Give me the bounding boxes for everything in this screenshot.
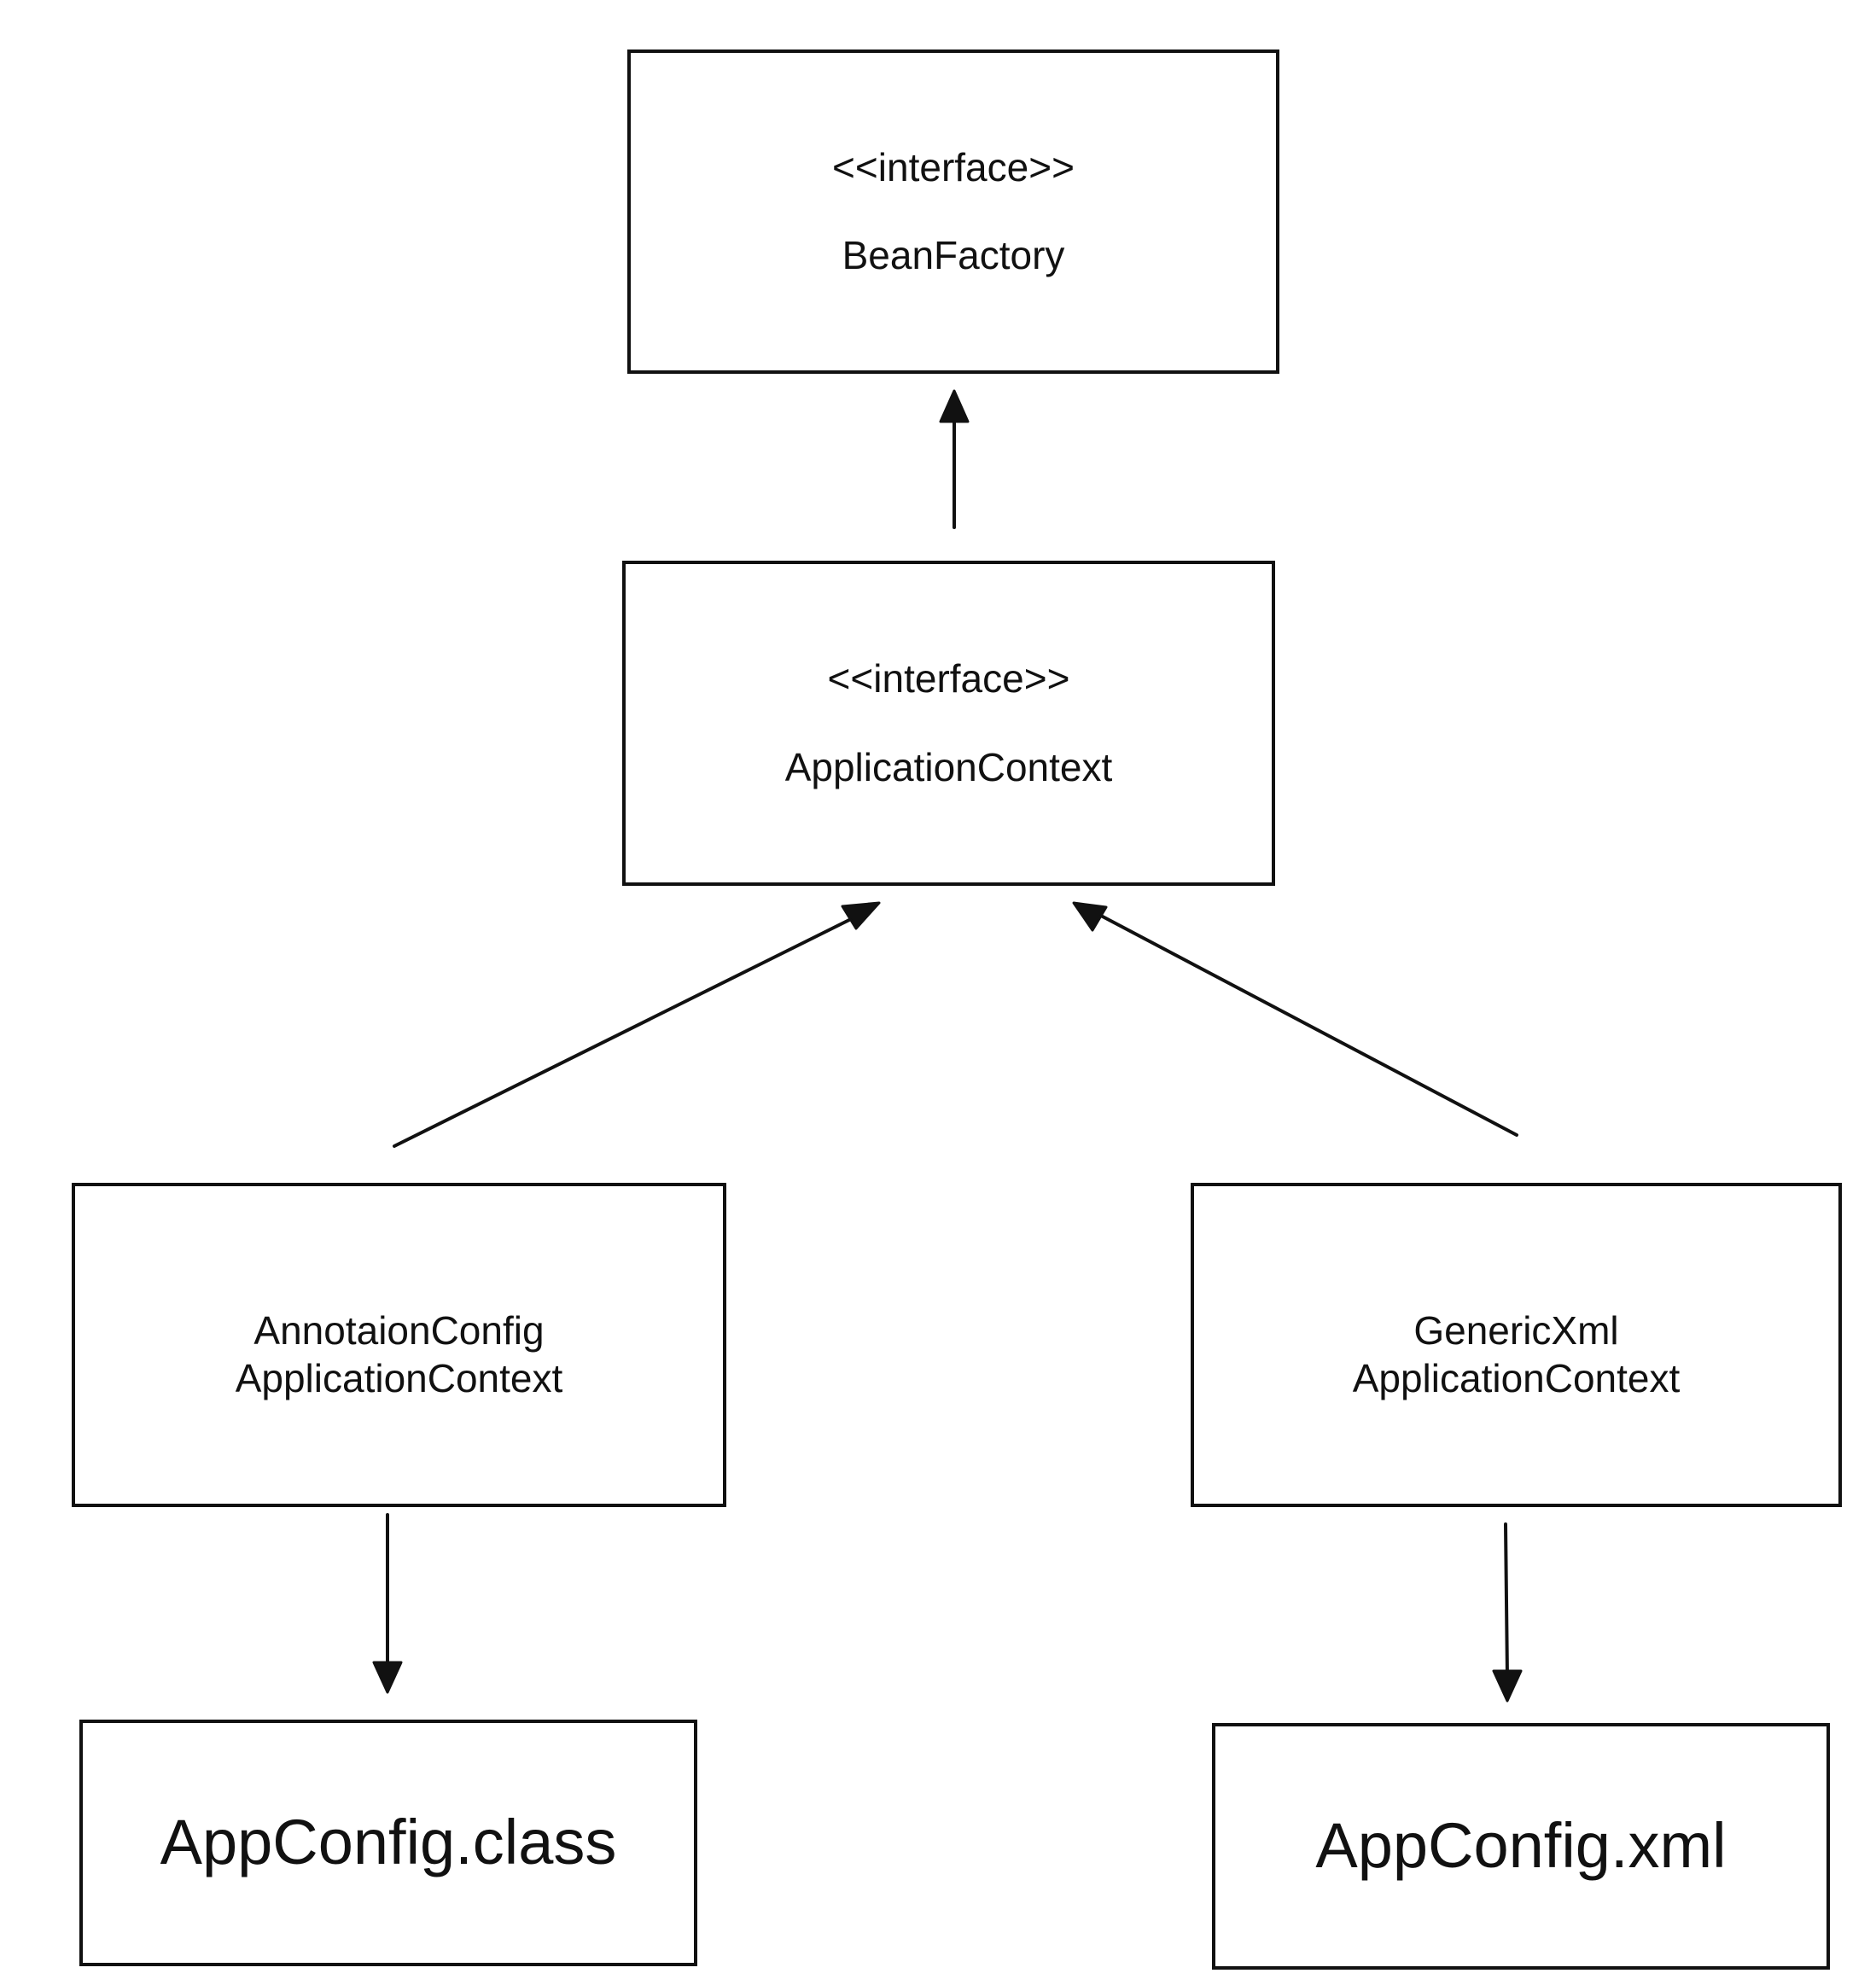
class-name-label: BeanFactory <box>842 233 1065 277</box>
file-box-appconfig-xml: AppConfig.xml <box>1212 1723 1830 1970</box>
arrowhead-applicationcontext-left <box>841 901 881 930</box>
file-name-label: AppConfig.class <box>160 1807 617 1878</box>
class-name-line-1: GenericXml <box>1413 1307 1619 1353</box>
class-box-genericxml-applicationcontext: GenericXml ApplicationContext <box>1191 1183 1842 1507</box>
arrow-annotationconfig-to-applicationcontext <box>393 914 859 1148</box>
arrowhead-appconfig-class <box>372 1661 403 1694</box>
stereotype-label: <<interface>> <box>827 656 1070 701</box>
class-name-group: GenericXml ApplicationContext <box>1353 1288 1681 1402</box>
arrowhead-applicationcontext-right <box>1072 901 1108 932</box>
stereotype-label: <<interface>> <box>832 144 1075 189</box>
class-box-applicationcontext: <<interface>> ApplicationContext <box>622 561 1275 886</box>
file-box-appconfig-class: AppConfig.class <box>79 1720 697 1966</box>
arrowhead-appconfig-xml <box>1492 1669 1523 1703</box>
arrowhead-beanfactory <box>939 389 970 423</box>
arrow-genericxml-to-appconfig-xml <box>1504 1522 1509 1679</box>
class-name-label: ApplicationContext <box>784 744 1113 789</box>
class-name-line-2: ApplicationContext <box>235 1356 563 1400</box>
class-name-line-2: ApplicationContext <box>1352 1356 1681 1400</box>
class-name-line-1: AnnotaionConfig <box>253 1307 545 1353</box>
file-name-label: AppConfig.xml <box>1315 1810 1727 1882</box>
class-box-beanfactory: <<interface>> BeanFactory <box>627 49 1279 374</box>
class-box-annotationconfig-applicationcontext: AnnotaionConfig ApplicationContext <box>72 1183 726 1507</box>
arrow-genericxml-to-applicationcontext <box>1099 914 1518 1137</box>
class-name-group: AnnotaionConfig ApplicationContext <box>236 1288 563 1402</box>
